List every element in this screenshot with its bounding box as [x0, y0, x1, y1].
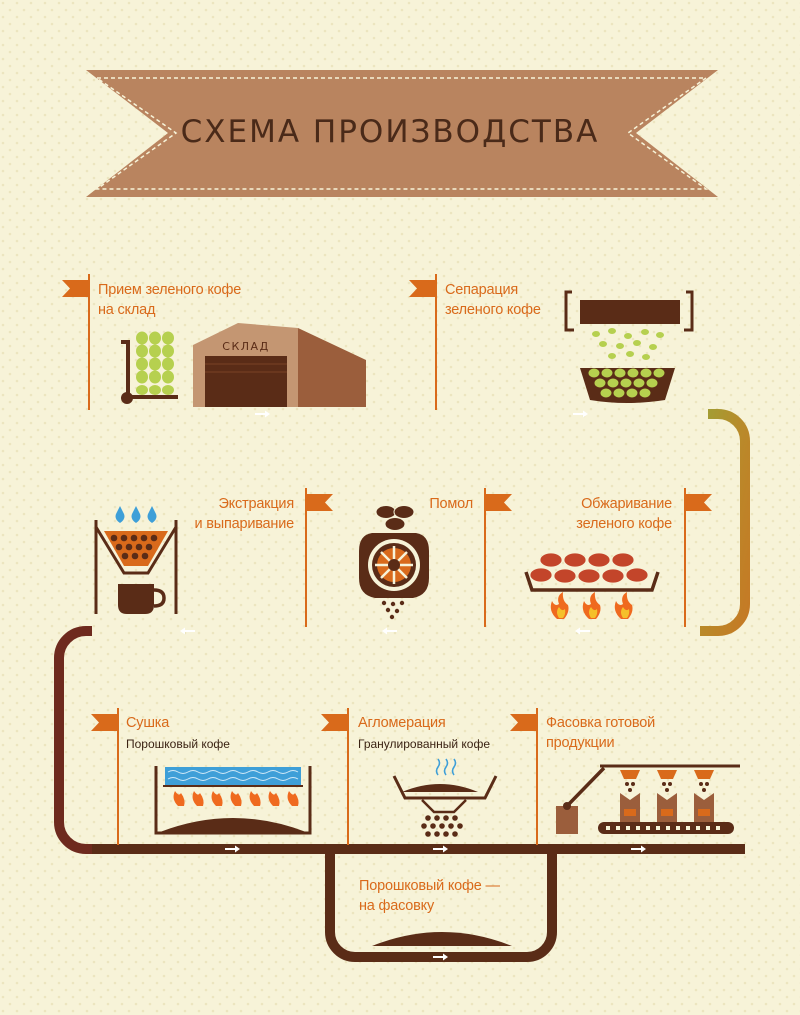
flow-arrows — [180, 410, 646, 961]
step-grinding-label: Помол — [429, 496, 473, 512]
flag-icon — [484, 488, 512, 627]
warehouse-icon: СКЛАД — [193, 323, 366, 407]
step-agglomeration-sublabel: Гранулированный кофе — [358, 737, 491, 751]
extraction-icon — [94, 506, 178, 614]
flow-arrow — [180, 627, 195, 635]
flag-icon — [305, 488, 333, 627]
flow-arrow — [382, 627, 397, 635]
flag-icon — [62, 274, 90, 410]
flag-icon — [321, 708, 349, 845]
flags — [62, 274, 712, 845]
page-title: СХЕМА ПРОИЗВОДСТВА — [180, 114, 600, 150]
flow-arrow — [631, 845, 646, 853]
grinder-icon — [359, 505, 429, 620]
flow-arrow — [433, 953, 448, 961]
flow-arrow — [575, 627, 590, 635]
title-banner — [86, 70, 718, 197]
roaster-icon — [524, 552, 660, 619]
flow-arrow — [225, 845, 240, 853]
step-separation-label: Сепарация зеленого кофе — [445, 282, 541, 318]
agglomerator-icon — [392, 758, 498, 837]
flag-icon — [409, 274, 437, 410]
packaging-line-icon — [556, 764, 740, 834]
flow-arrow — [573, 410, 588, 418]
step-drying-label: Сушка — [126, 715, 170, 731]
hand-cart-icon — [121, 331, 178, 404]
flag-icon — [684, 488, 712, 627]
step-packaging-label: Фасовка готовой продукции — [546, 715, 655, 751]
step-reception-label: Прием зеленого кофе на склад — [98, 282, 242, 318]
step-powder-label: Порошковый кофе — на фасовку — [359, 878, 500, 914]
warehouse-sign: СКЛАД — [222, 340, 269, 353]
flow-arrow — [255, 410, 270, 418]
separator-icon — [564, 290, 694, 403]
step-drying-sublabel: Порошковый кофе — [126, 737, 230, 751]
powder-pile-icon — [372, 932, 512, 946]
step-extraction-label: Экстракция и выпаривание — [194, 496, 294, 532]
step-agglomeration-label: Агломерация — [358, 715, 446, 731]
step-roasting-label: Обжаривание зеленого кофе — [576, 496, 672, 532]
flag-icon — [91, 708, 119, 845]
flow-arrow — [433, 845, 448, 853]
dryer-icon — [154, 766, 312, 835]
flag-icon — [510, 708, 538, 845]
